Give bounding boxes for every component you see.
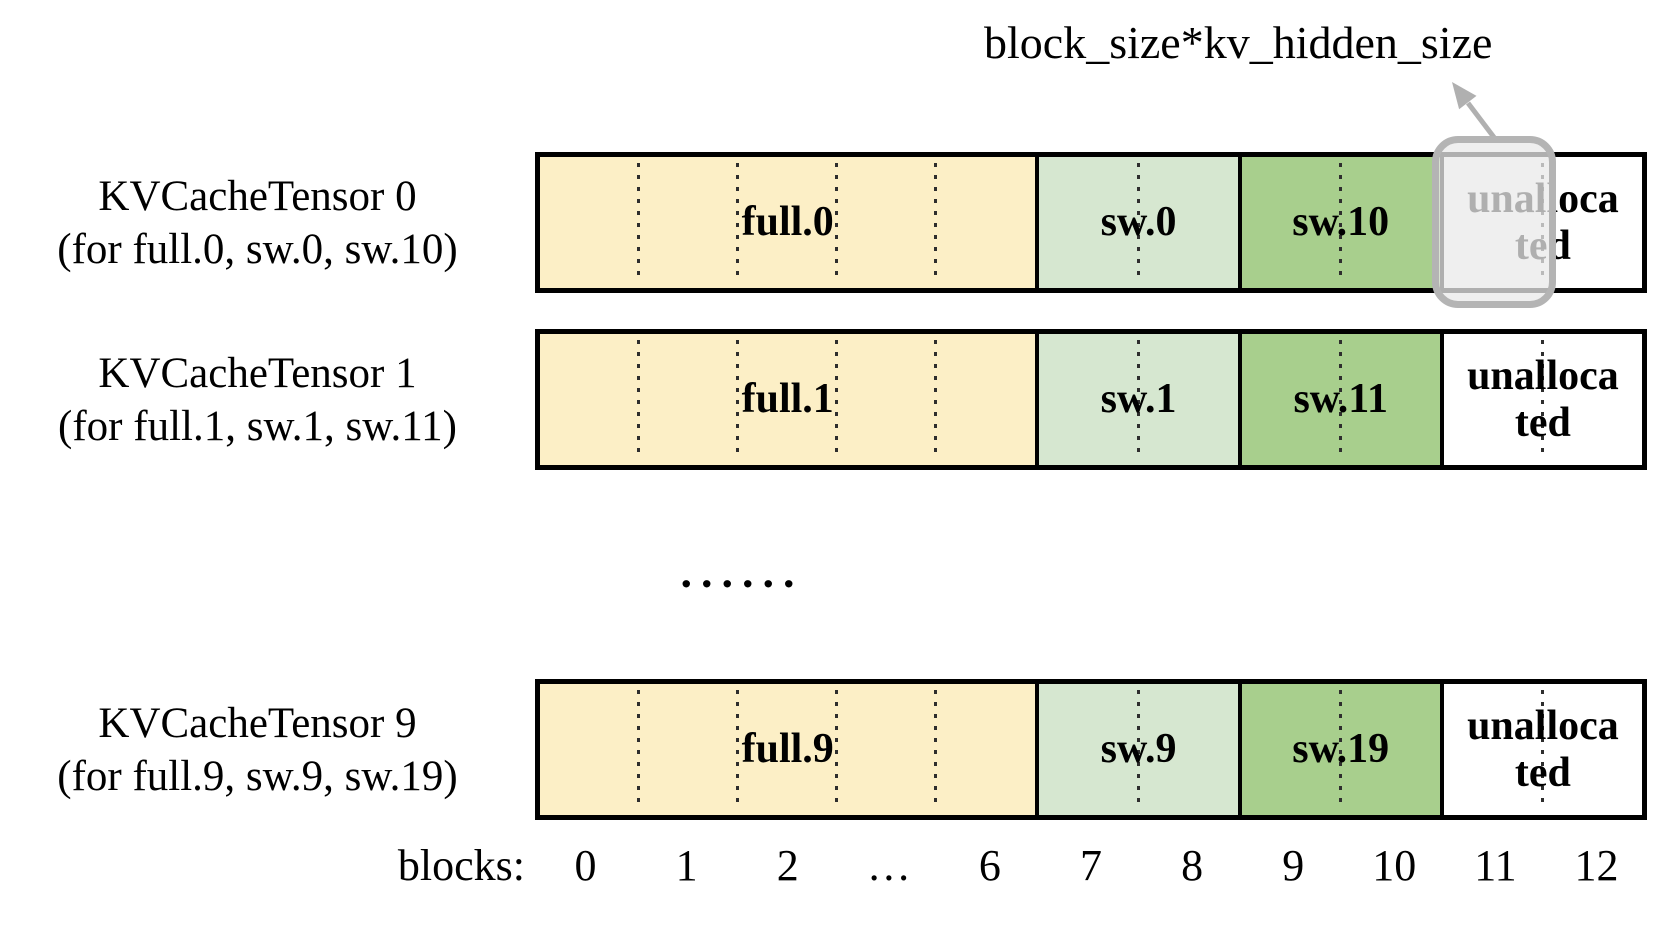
segment-sw-1: sw.1 xyxy=(1039,334,1242,465)
rows-ellipsis: ...... xyxy=(680,546,804,597)
block-cell xyxy=(835,334,936,465)
block-cell xyxy=(1242,684,1341,815)
axis-tick: … xyxy=(866,841,911,890)
segment-full-9: full.9 xyxy=(540,684,1040,815)
block-cell xyxy=(1039,684,1138,815)
block-cell xyxy=(1136,684,1238,815)
block-cell xyxy=(637,684,738,815)
block-cell xyxy=(1338,157,1440,288)
segment-full-1: full.1 xyxy=(540,334,1040,465)
block-cell xyxy=(540,157,639,288)
tensor-row-subtitle: (for full.0, sw.0, sw.10) xyxy=(57,225,458,273)
segment-sw-11: sw.11 xyxy=(1241,334,1444,465)
block-cell xyxy=(1136,157,1238,288)
block-cell xyxy=(1338,334,1440,465)
axis-tick: 1 xyxy=(675,841,698,890)
tensor-row-label: KVCacheTensor 1 (for full.1, sw.1, sw.11) xyxy=(0,329,515,470)
block-cell xyxy=(540,334,639,465)
block-cell xyxy=(1540,334,1642,465)
block-cell xyxy=(637,334,738,465)
block-cell xyxy=(736,684,837,815)
tensor-row-title: KVCacheTensor 0 xyxy=(98,172,417,220)
block-cell xyxy=(1338,684,1440,815)
block-cell xyxy=(1444,684,1543,815)
axis-tick: 2 xyxy=(776,841,799,890)
block-cell xyxy=(1136,334,1238,465)
blocks-axis-label: blocks: xyxy=(397,841,525,890)
block-cell xyxy=(637,157,738,288)
block-cell xyxy=(835,157,936,288)
axis-tick: 10 xyxy=(1372,841,1417,890)
axis-tick: 8 xyxy=(1181,841,1204,890)
block-cell xyxy=(835,684,936,815)
axis-tick: 12 xyxy=(1574,841,1619,890)
axis-tick: 0 xyxy=(574,841,597,890)
block-cell xyxy=(934,157,1035,288)
annotation-arrow-icon xyxy=(1452,82,1498,142)
block-cell xyxy=(540,684,639,815)
axis-tick: 11 xyxy=(1474,841,1517,890)
segment-sw-10: sw.10 xyxy=(1241,157,1444,288)
block-size-annotation: block_size*kv_hidden_size xyxy=(984,17,1493,68)
highlighted-block-outline xyxy=(1432,136,1556,308)
axis-tick: 9 xyxy=(1282,841,1305,890)
block-cell xyxy=(1540,684,1642,815)
block-cell xyxy=(1039,157,1138,288)
tensor-row-label: KVCacheTensor 9 (for full.9, sw.9, sw.19) xyxy=(0,679,515,820)
tensor-row-label: KVCacheTensor 0 (for full.0, sw.0, sw.10) xyxy=(0,152,515,293)
block-cell xyxy=(1444,334,1543,465)
tensor-row-title: KVCacheTensor 1 xyxy=(98,349,417,397)
block-cell xyxy=(1540,157,1642,288)
segment-sw-19: sw.19 xyxy=(1241,684,1444,815)
tensor-row-subtitle: (for full.1, sw.1, sw.11) xyxy=(58,402,457,450)
block-cell xyxy=(736,334,837,465)
segment-sw-9: sw.9 xyxy=(1039,684,1242,815)
block-cell xyxy=(934,334,1035,465)
segment-full-0: full.0 xyxy=(540,157,1040,288)
tensor-row-subtitle: (for full.9, sw.9, sw.19) xyxy=(57,752,458,800)
axis-tick: 6 xyxy=(978,841,1001,890)
block-cell xyxy=(1242,334,1341,465)
tensor-row-title: KVCacheTensor 9 xyxy=(98,699,417,747)
block-cell xyxy=(1242,157,1341,288)
block-cell xyxy=(1039,334,1138,465)
axis-tick: 7 xyxy=(1080,841,1103,890)
block-cell xyxy=(934,684,1035,815)
segment-sw-0: sw.0 xyxy=(1039,157,1242,288)
block-cell xyxy=(736,157,837,288)
